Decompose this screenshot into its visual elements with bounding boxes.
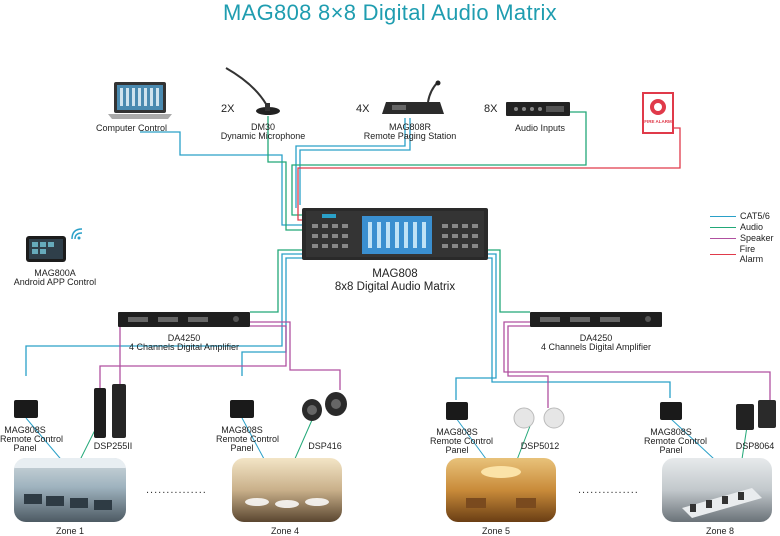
- mic-name: DM30: [250, 122, 275, 132]
- zone8-speaker: DSP8064: [735, 441, 775, 451]
- mic-qty: 2X: [221, 103, 235, 115]
- zone5-panel-name: MAG808S: [436, 427, 478, 437]
- app-name: MAG800A: [34, 268, 76, 278]
- wire-computer: [140, 131, 302, 226]
- zone4-label: Zone 4: [270, 526, 300, 536]
- fire-alarm-icon: FIRE ALARM: [642, 92, 674, 134]
- zone8-panel-l2: Remote Control: [644, 436, 708, 446]
- wire-right-spk-b: [507, 325, 549, 408]
- remote-panel-icon: [14, 400, 38, 418]
- matrix-device-icon: [302, 206, 488, 262]
- wire-matrix-right-cat: [455, 253, 497, 400]
- legend-speaker: Speaker: [710, 233, 774, 243]
- audio-input-device-icon: [506, 100, 570, 120]
- zone4-photo: [232, 458, 342, 522]
- wall-speaker-icon: [734, 398, 778, 432]
- fire-alarm-sign: FIRE ALARM: [644, 119, 672, 124]
- wire-audio-inputs: [291, 111, 587, 216]
- wire-fire: [297, 127, 681, 221]
- audio-inputs-qty: 8X: [484, 103, 498, 115]
- wire-left-spk-b: [250, 321, 341, 390]
- zone1-panel-l3: Panel: [13, 443, 37, 453]
- legend-audio: Audio: [710, 222, 763, 232]
- left-amp-name: DA4250: [167, 333, 201, 343]
- zone5-panel-l2: Remote Control: [430, 436, 494, 446]
- left-amplifier-icon: [118, 312, 250, 328]
- zone8-panel-name: MAG808S: [650, 427, 692, 437]
- wire-paging2: [295, 118, 406, 208]
- zone4-panel-l2: Remote Control: [216, 434, 280, 444]
- zone8-photo: [662, 458, 772, 522]
- remote-panel-icon: [230, 400, 254, 418]
- ellipsis-left: ...............: [146, 484, 207, 496]
- zone1-panel-l2: Remote Control: [0, 434, 64, 444]
- zone1-panel-name: MAG808S: [4, 425, 46, 435]
- zone1-label: Zone 1: [55, 526, 85, 536]
- microphone-icon: [224, 66, 284, 116]
- left-amp-desc: 4 Channels Digital Amplifier: [128, 342, 240, 352]
- wire-left-spk-c: [99, 325, 287, 388]
- computer-label: Computer Control: [96, 123, 168, 133]
- wire-matrix-left-cat: [25, 253, 312, 376]
- wire-matrix-left-audio: [250, 249, 312, 313]
- remote-panel-icon: [446, 402, 468, 420]
- wire-mic: [267, 116, 302, 231]
- wire-matrix-right-audio: [488, 249, 530, 313]
- zone1-speaker: DSP255II: [93, 441, 133, 451]
- zone4-panel-name: MAG808S: [221, 425, 263, 435]
- remote-panel-icon: [660, 402, 682, 420]
- laptop-icon: [108, 80, 172, 120]
- zone5-photo: [446, 458, 556, 522]
- zone5-panel-l3: Panel: [445, 445, 469, 455]
- zone8-label: Zone 8: [705, 526, 735, 536]
- mic-desc: Dynamic Microphone: [220, 131, 306, 141]
- zone5-label: Zone 5: [481, 526, 511, 536]
- wire-right-spk-a: [503, 321, 771, 400]
- zone1-photo: [14, 458, 126, 522]
- ceiling-pendant-speaker-icon: [300, 390, 350, 424]
- paging-desc: Remote Paging Station: [363, 131, 457, 141]
- legend-cat: CAT5/6: [710, 211, 770, 221]
- ceiling-speaker-icon: [510, 406, 570, 430]
- zone5-speaker: DSP5012: [520, 441, 560, 451]
- app-desc: Android APP Control: [13, 277, 97, 287]
- diagram-title: MAG808 8×8 Digital Audio Matrix: [223, 0, 557, 25]
- tablet-icon: [26, 234, 72, 264]
- zone4-speaker: DSP416: [308, 441, 342, 451]
- paging-qty: 4X: [356, 103, 370, 115]
- audio-inputs-label: Audio Inputs: [514, 123, 566, 133]
- ellipsis-right: ...............: [578, 484, 639, 496]
- right-amp-name: DA4250: [579, 333, 613, 343]
- paging-name: MAG808R: [388, 122, 432, 132]
- zone4-panel-l3: Panel: [230, 443, 254, 453]
- column-speaker-icon: [92, 384, 132, 440]
- wire-paging: [299, 118, 411, 205]
- right-amp-desc: 4 Channels Digital Amplifier: [540, 342, 652, 352]
- wifi-icon: [70, 225, 86, 241]
- matrix-name: MAG808: [372, 268, 418, 280]
- matrix-desc: 8x8 Digital Audio Matrix: [334, 281, 456, 293]
- paging-station-icon: [378, 80, 448, 118]
- right-amplifier-icon: [530, 312, 662, 328]
- zone8-panel-l3: Panel: [659, 445, 683, 455]
- wire-matrix-right-cat2: [488, 257, 671, 398]
- legend-fire: Fire Alarm: [710, 244, 780, 264]
